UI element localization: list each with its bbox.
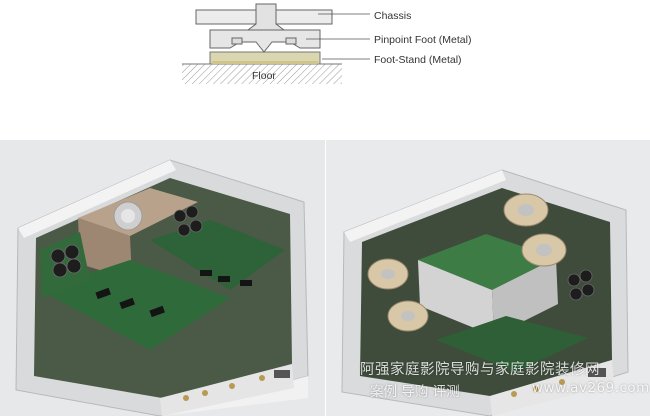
- foot-cap-left: [231, 37, 243, 45]
- center-board: [418, 234, 556, 290]
- photo-interior-left: [0, 140, 325, 416]
- floor-surface: [182, 64, 342, 84]
- label-chassis: Chassis: [374, 10, 411, 22]
- label-pinpoint-foot: Pinpoint Foot (Metal): [374, 34, 471, 46]
- label-floor: Floor: [252, 70, 276, 82]
- toroidal-transformers: [367, 193, 567, 332]
- pinpoint-foot-shape: [209, 29, 321, 53]
- chassis-spike: [246, 3, 286, 31]
- label-foot-stand: Foot-Stand (Metal): [374, 54, 462, 66]
- foot-cap-right: [285, 37, 297, 45]
- photo-interior-right: [326, 140, 650, 416]
- foot-cross-section-diagram: Chassis Pinpoint Foot (Metal) Foot-Stand…: [182, 3, 471, 84]
